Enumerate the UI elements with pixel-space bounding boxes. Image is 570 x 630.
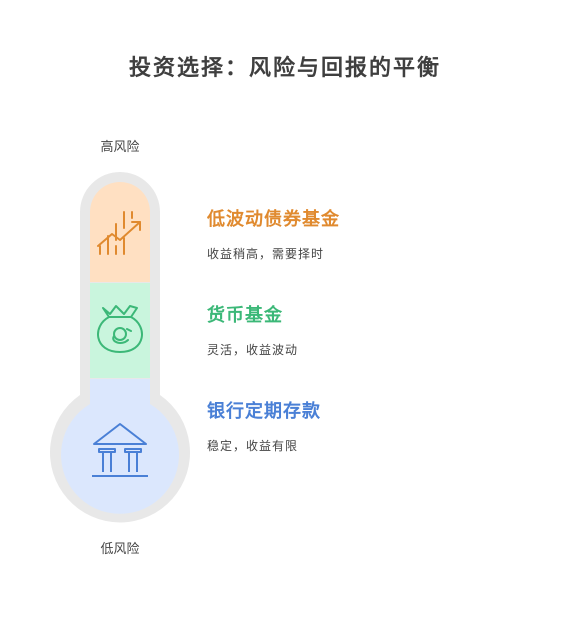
option-title: 低波动债券基金: [207, 209, 340, 230]
option-money-fund: 货币基金 灵活，收益波动: [207, 301, 298, 358]
segment-high-risk: [90, 182, 150, 282]
option-title: 银行定期存款: [207, 401, 321, 422]
segment-low-risk: [61, 379, 179, 514]
segment-mid-risk: [90, 283, 150, 378]
option-title: 货币基金: [207, 305, 283, 326]
option-description: 灵活，收益波动: [207, 343, 299, 357]
low-risk-label: 低风险: [100, 542, 140, 557]
page-title: 投资选择：风险与回报的平衡: [128, 56, 441, 81]
growth-chart-icon: [97, 211, 141, 255]
bank-building-icon: [92, 423, 148, 477]
high-risk-label: 高风险: [100, 140, 140, 155]
option-bank-deposit: 银行定期存款 稳定，收益有限: [207, 397, 321, 454]
option-description: 稳定，收益有限: [207, 439, 299, 453]
option-description: 收益稍高，需要择时: [207, 247, 325, 261]
piggy-bank-bag-icon: [97, 305, 143, 353]
option-bond-fund: 低波动债券基金 收益稍高，需要择时: [207, 205, 340, 262]
